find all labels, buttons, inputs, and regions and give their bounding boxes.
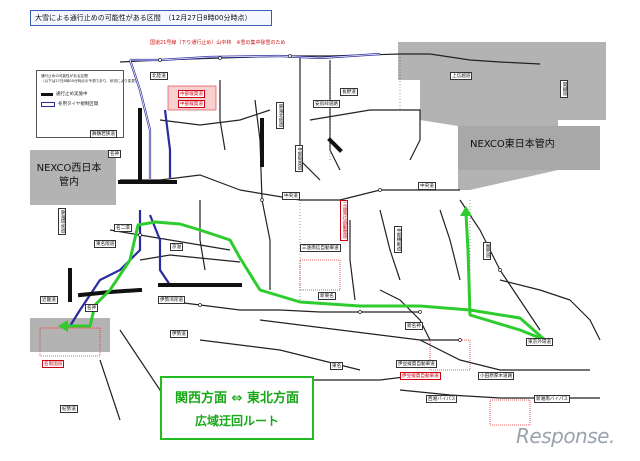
road-label-izu: 伊豆縦貫自動車道	[396, 360, 437, 368]
detour-title: 広域迂回ルート	[194, 414, 279, 428]
road-label-chuo-east: 中央道	[418, 182, 436, 190]
road-label-nagano: 長野道	[340, 88, 358, 96]
red-label-nakashimanagano: 中部縦貫道	[178, 90, 205, 98]
legend-subheading: （以下は27日8時00分時点の予測であり、状況により変更）	[41, 79, 139, 83]
detour-direction: 関西方面 ⇔ 東北方面	[175, 391, 299, 406]
map-title: 大雪による通行止めの可能性がある区間 （12月27日8時00分時点）	[30, 10, 272, 26]
road-label-isedo: 伊勢道	[170, 330, 188, 338]
road-label-odawara: 小田原厚木道路	[478, 372, 515, 380]
legend: 通行止めの可能性がある区間 （以下は27日8時00分時点の予測であり、状況により…	[36, 70, 138, 138]
road-label-isewangan: 伊勢湾岸道	[158, 296, 185, 304]
nexco-west-lower	[30, 318, 110, 352]
road-label-tokaikanjo: 東海環状道	[58, 208, 66, 235]
road-label-anbo: 安房峠道路	[313, 100, 340, 108]
road-label-joshinetsu: 上信越道	[450, 72, 473, 80]
nexco-east-label: NEXCO東日本管内	[470, 139, 555, 150]
road-label-shintomei: 新東名	[318, 292, 336, 300]
red-label-sanen: 三遠南信自動車道	[340, 200, 348, 241]
winter-tire-swatch	[41, 101, 55, 107]
road-label-shinshonan: 新湘南バイパス	[534, 395, 571, 403]
road-label-seisho: 西湘バイパス	[426, 395, 458, 403]
road-label-tomei: 東名	[330, 362, 344, 370]
road-label-chuo: 中央道	[282, 192, 300, 200]
detour-arrow-west	[58, 320, 68, 332]
legend-item-winter: 冬用タイヤ規制区間	[41, 101, 98, 107]
red-label-izujukan: 伊豆縦貫自動車道	[400, 372, 441, 380]
road-label-mie: 三遠南信自動車道	[300, 244, 341, 252]
detour-arrow-north	[460, 206, 472, 216]
road-label-maizuru: 舞鶴若狭道	[90, 130, 117, 138]
road-label-meinikan: 名二環	[114, 224, 132, 232]
legend-item-label: 通行止め実施中	[56, 92, 88, 97]
road-label-meishin: 名神	[108, 150, 122, 158]
road-label-hokuriku: 北陸道	[150, 72, 168, 80]
closure-note: 国道21号線（下り通行止め）山中林 ※雪の集中除雪のため	[150, 40, 286, 46]
road-label-chubu-jukan: 中部縦貫道	[295, 145, 303, 172]
road-label-kinsetsu: 近畿道	[40, 296, 58, 304]
red-label-meihan: 名阪国道	[42, 360, 65, 368]
road-label-tokai-hokuriku: 東海北陸道	[276, 102, 284, 129]
road-label-meishin-west: 名神	[85, 304, 99, 312]
response-watermark: Response.	[516, 424, 615, 448]
road-label-kiseito: 紀勢道	[60, 405, 78, 413]
nexco-east-area-lower	[458, 126, 600, 170]
legend-item-closed: 通行止め実施中	[41, 91, 88, 97]
legend-heading: 通行止めの可能性がある区間	[41, 74, 88, 78]
legend-item-label: 冬用タイヤ規制区間	[58, 102, 99, 107]
road-label-higashimeihan: 東名阪道	[94, 240, 117, 248]
road-label-keiji: 京滋	[170, 243, 184, 251]
road-label-shinmeishin: 新名神	[405, 322, 423, 330]
closure-swatch	[41, 92, 53, 96]
nexco-west-label: NEXCO西日本管内	[36, 163, 102, 188]
red-label-gifu: 中部縦貫道	[178, 100, 205, 108]
road-label-naka-shinetsu: 中部横断道	[394, 226, 402, 253]
road-label-kanetsu: 関越道	[560, 80, 568, 98]
detour-route-box: 関西方面 ⇔ 東北方面 広域迂回ルート	[160, 376, 314, 440]
road-label-ken: 圏央道	[483, 242, 491, 260]
nexco-west-area	[30, 150, 116, 205]
road-label-tokyogaikan: 東京外環道	[526, 338, 553, 346]
